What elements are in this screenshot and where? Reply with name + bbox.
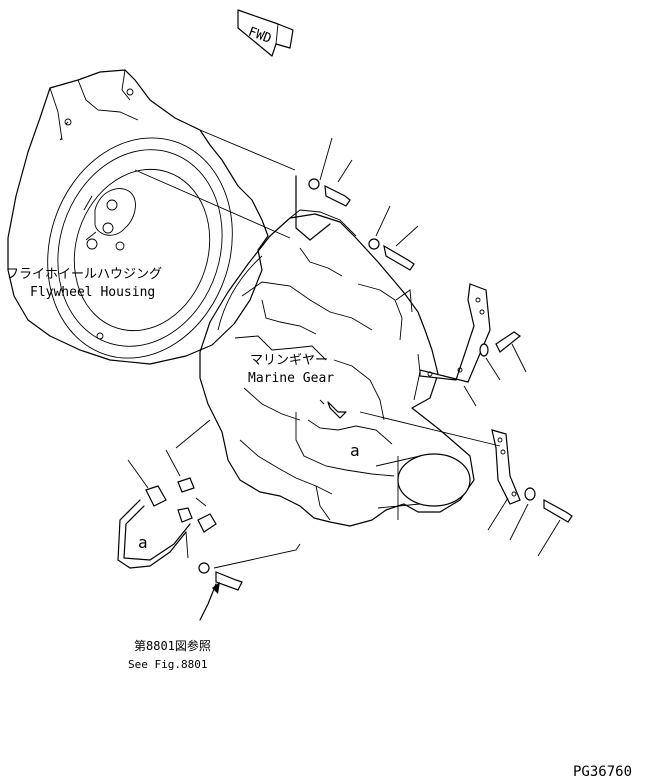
fwd-label: FWD <box>246 25 273 47</box>
top-bolt-1 <box>308 137 353 207</box>
connector-ref-gear: a <box>350 441 360 460</box>
flywheel-housing-label-jp: フライホイールハウジング <box>6 267 162 282</box>
lower-bolt <box>198 543 301 621</box>
sensor-harness: a <box>117 419 217 569</box>
flywheel-housing <box>7 69 269 365</box>
bracket-upper <box>419 283 527 407</box>
bracket-lower <box>359 411 573 557</box>
connector-ref-left: a <box>138 533 148 552</box>
flywheel-housing-label-en: Flywheel Housing <box>30 285 155 300</box>
reference-label-en: See Fig.8801 <box>128 658 207 671</box>
marine-gear-label-en: Marine Gear <box>248 371 334 386</box>
figure-id: PG36760 <box>573 764 632 780</box>
reference-label-jp: 第8801図参照 <box>134 638 211 653</box>
marine-gear-label-jp: マリンギヤー <box>250 353 328 368</box>
fwd-arrow-icon: FWD <box>237 9 294 57</box>
top-bolt-2 <box>368 205 419 271</box>
marine-gear <box>199 175 475 527</box>
